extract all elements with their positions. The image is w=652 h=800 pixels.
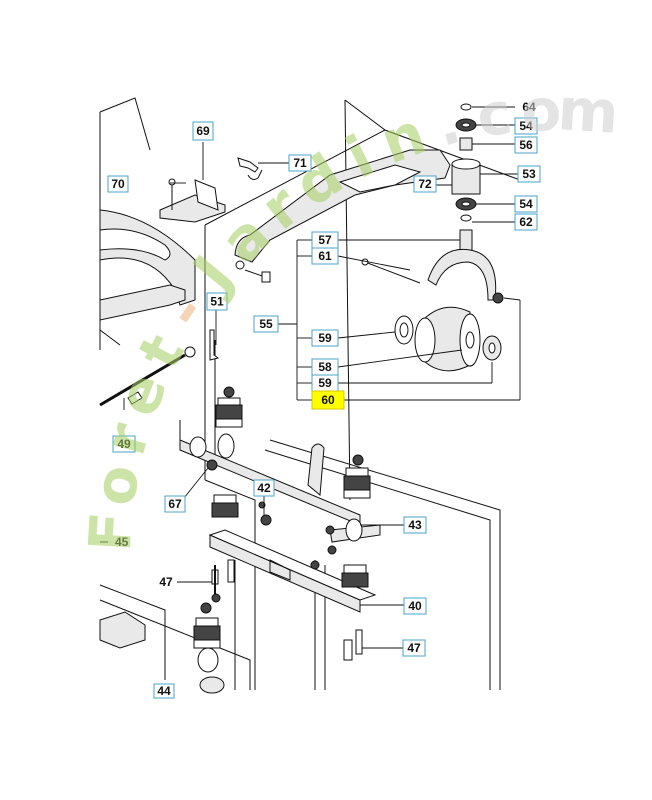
- callout-number: 49: [117, 437, 131, 451]
- callout-box: [192, 121, 214, 141]
- callout-number: 51: [210, 295, 224, 309]
- callout-box: [514, 117, 538, 135]
- watermark-letter: o: [79, 460, 153, 511]
- callout-number: 57: [318, 233, 332, 247]
- callout-number: 47: [159, 575, 173, 589]
- adjust-rod: [99, 329, 220, 407]
- callout-number: 60: [321, 393, 335, 407]
- callout-57: 57: [311, 231, 339, 249]
- callouts: 64 54 56 53 72 54 62 69 70 71 57 61 55 59 58 59 60 51 49 67…: [107, 100, 541, 699]
- callout-box: [253, 479, 275, 497]
- watermark-letter: r: [90, 416, 163, 462]
- callout-62: 62: [514, 213, 538, 231]
- callout-box: [253, 315, 279, 333]
- spring-clip: [237, 157, 263, 180]
- watermark-letter: c: [472, 79, 516, 151]
- callout-59: 59: [311, 329, 339, 347]
- callout-box: [517, 165, 541, 183]
- callout-box: [112, 435, 136, 453]
- watermark-letter: F: [76, 510, 146, 554]
- callout-53: 53: [517, 165, 541, 183]
- callout-box: [206, 292, 228, 311]
- callout-56: 56: [514, 136, 538, 154]
- callout-64: 64: [522, 100, 536, 114]
- callout-72: 72: [413, 175, 437, 193]
- callout-69: 69: [192, 121, 214, 141]
- callout-number: 71: [293, 156, 307, 170]
- callout-55: 55: [253, 315, 279, 333]
- reference-45: 45: [115, 535, 129, 549]
- callout-44: 44: [153, 683, 175, 699]
- spindle-stack: [451, 103, 481, 251]
- callout-number: 55: [259, 317, 273, 331]
- mounting-bracket: [159, 178, 226, 223]
- callout-number: 62: [519, 215, 533, 229]
- callout-number: 59: [318, 376, 332, 390]
- callout-box: [413, 175, 437, 193]
- callout-67: 67: [164, 495, 186, 513]
- callout-box: [311, 329, 339, 347]
- callout-number: 47: [407, 641, 421, 655]
- callout-54: 54: [514, 195, 538, 213]
- mower-deck-plate: [99, 209, 196, 346]
- callout-number: 43: [408, 518, 422, 532]
- bolts: [211, 559, 363, 661]
- callout-box: [107, 175, 129, 193]
- callout-box: [514, 136, 538, 154]
- callout-number: 56: [519, 138, 533, 152]
- callout-number: 44: [157, 684, 171, 698]
- callout-box: [402, 639, 426, 657]
- callout-47: 47: [402, 639, 426, 657]
- callout-box: [164, 495, 186, 513]
- callout-number: 70: [111, 177, 125, 191]
- callout-box: [514, 213, 538, 231]
- callout-number: 53: [522, 167, 536, 181]
- callout-51: 51: [206, 292, 228, 311]
- callout-box: [403, 597, 427, 615]
- callout-box: [311, 247, 339, 265]
- callout-number: 40: [408, 599, 422, 613]
- frame-outlines: [99, 97, 541, 690]
- callout-number: 61: [318, 249, 332, 263]
- callout-54: 54: [514, 117, 538, 135]
- callout-number: 42: [257, 481, 271, 495]
- callout-43: 43: [403, 516, 427, 534]
- callout-number: 64: [522, 100, 536, 114]
- watermark-letter: m: [556, 75, 621, 147]
- front-arm: [234, 149, 451, 283]
- callout-71: 71: [288, 154, 312, 172]
- callout-number: 72: [418, 177, 432, 191]
- caster-wheel-assembly: [361, 248, 504, 372]
- callout-box: [288, 154, 312, 172]
- callout-59: 59: [311, 374, 339, 392]
- watermark-letter: e: [103, 364, 181, 426]
- callout-number: 59: [318, 331, 332, 345]
- callout-40: 40: [403, 597, 427, 615]
- callout-58: 58: [311, 358, 339, 376]
- leader-lines: [100, 106, 521, 649]
- callout-number: 69: [196, 124, 210, 138]
- callout-49: 49: [112, 435, 136, 453]
- callout-box: [153, 683, 175, 699]
- callout-61: 61: [311, 247, 339, 265]
- callout-box: [514, 195, 538, 213]
- callout-highlight: [311, 390, 345, 410]
- callout-70: 70: [107, 175, 129, 193]
- callout-number: 67: [168, 497, 182, 511]
- mount-plate: [208, 529, 377, 613]
- callout-number: 54: [519, 119, 533, 133]
- lower-left-parts: [99, 593, 225, 694]
- callout-60: 60: [311, 390, 345, 410]
- callout-47: 47: [159, 575, 173, 589]
- watermark-letter: o: [520, 76, 563, 146]
- callout-42: 42: [253, 479, 275, 497]
- callout-box: [403, 516, 427, 534]
- callout-number: 58: [318, 360, 332, 374]
- callout-number: 54: [519, 197, 533, 211]
